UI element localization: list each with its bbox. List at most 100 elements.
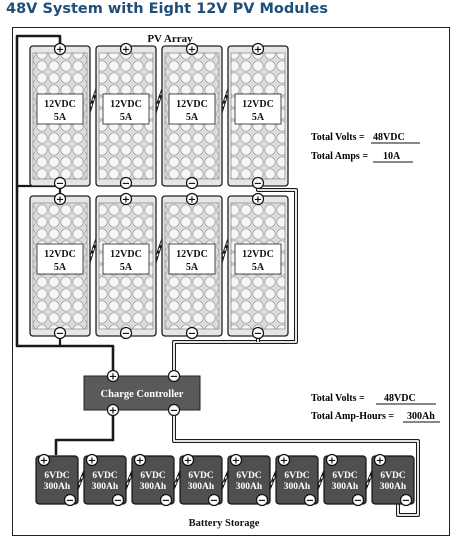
- battery-capacity: 300Ah: [92, 482, 119, 492]
- battery-capacity: 300Ah: [380, 482, 407, 492]
- svg-text:−: −: [56, 179, 64, 190]
- pv-module-voltage: 12VDC: [242, 99, 274, 110]
- battery-positive-terminal-icon: +: [373, 453, 387, 467]
- svg-text:+: +: [40, 456, 48, 467]
- positive-terminal-icon: +: [119, 192, 133, 206]
- positive-terminal-icon: +: [251, 192, 265, 206]
- pv-module-r2c3: 12VDC 5A + −: [161, 192, 223, 340]
- pv-module-voltage: 12VDC: [110, 99, 142, 110]
- svg-text:+: +: [254, 195, 262, 206]
- battery-negative-terminal-icon: −: [303, 493, 317, 507]
- svg-text:+: +: [254, 45, 262, 56]
- controller-pv-positive-icon: +: [106, 369, 120, 383]
- svg-text:+: +: [188, 195, 196, 206]
- svg-text:+: +: [88, 456, 96, 467]
- pv-module-current: 5A: [120, 262, 133, 273]
- battery-voltage: 6VDC: [380, 471, 405, 481]
- pv-module-voltage: 12VDC: [242, 249, 274, 260]
- battery-voltage: 6VDC: [140, 471, 165, 481]
- battery-voltage: 6VDC: [284, 471, 309, 481]
- battery-capacity: 300Ah: [188, 482, 215, 492]
- battery-positive-terminal-icon: +: [277, 453, 291, 467]
- negative-terminal-icon: −: [119, 326, 133, 340]
- pv-module-voltage: 12VDC: [110, 249, 142, 260]
- controller-battery-positive-icon: +: [106, 403, 120, 417]
- battery-total-volts-label: Total Volts =: [311, 393, 365, 404]
- svg-text:+: +: [109, 406, 117, 417]
- battery-voltage: 6VDC: [332, 471, 357, 481]
- svg-text:+: +: [328, 456, 336, 467]
- negative-terminal-icon: −: [185, 176, 199, 190]
- svg-text:−: −: [306, 496, 314, 507]
- pv-total-amps-value: 10A: [383, 151, 401, 162]
- battery-totals: Total Volts = 48VDC Total Amp-Hours = 30…: [311, 393, 440, 423]
- battery-voltage: 6VDC: [44, 471, 69, 481]
- pv-module-current: 5A: [54, 112, 67, 123]
- battery-capacity: 300Ah: [332, 482, 359, 492]
- positive-terminal-icon: +: [119, 42, 133, 56]
- negative-terminal-icon: −: [119, 176, 133, 190]
- svg-text:−: −: [210, 496, 218, 507]
- svg-text:+: +: [184, 456, 192, 467]
- diagram-frame: [12, 27, 450, 536]
- svg-text:−: −: [170, 406, 178, 417]
- pv-total-volts-value: 48VDC: [373, 132, 405, 143]
- svg-text:−: −: [170, 372, 178, 383]
- battery-positive-terminal-icon: +: [85, 453, 99, 467]
- battery-voltage: 6VDC: [236, 471, 261, 481]
- svg-text:−: −: [254, 179, 262, 190]
- controller-pv-negative-icon: −: [167, 369, 181, 383]
- battery-negative-terminal-icon: −: [111, 493, 125, 507]
- pv-module-current: 5A: [186, 112, 199, 123]
- charge-controller-terminals: + − + −: [106, 369, 181, 417]
- svg-text:+: +: [122, 45, 130, 56]
- pv-module-current: 5A: [186, 262, 199, 273]
- negative-terminal-icon: −: [251, 176, 265, 190]
- svg-text:−: −: [122, 329, 130, 340]
- svg-text:+: +: [136, 456, 144, 467]
- charge-controller: Charge Controller: [83, 375, 201, 411]
- negative-terminal-icon: −: [185, 326, 199, 340]
- battery-total-amp-hours-value: 300Ah: [407, 411, 435, 422]
- battery-voltage: 6VDC: [188, 471, 213, 481]
- battery-positive-terminal-icon: +: [133, 453, 147, 467]
- svg-text:−: −: [188, 179, 196, 190]
- pv-array-label: PV Array: [147, 33, 193, 45]
- battery-total-amp-hours-label: Total Amp-Hours =: [311, 411, 394, 422]
- pv-modules: 12VDC 5A + − 12VDC 5A + − 12VDC 5A + − 12VDC 5A + − 12VD…: [29, 42, 289, 340]
- svg-text:+: +: [188, 45, 196, 56]
- pv-module-current: 5A: [120, 112, 133, 123]
- pv-module-label: 12VDC 5A: [102, 243, 150, 275]
- battery-negative-terminal-icon: −: [351, 493, 365, 507]
- svg-text:+: +: [56, 45, 64, 56]
- battery-capacity: 300Ah: [44, 482, 71, 492]
- pv-module-label: 12VDC 5A: [102, 93, 150, 125]
- battery-voltage: 6VDC: [92, 471, 117, 481]
- svg-text:−: −: [66, 496, 74, 507]
- svg-text:−: −: [188, 329, 196, 340]
- pv-module-voltage: 12VDC: [176, 249, 208, 260]
- svg-text:+: +: [109, 372, 117, 383]
- battery-positive-terminal-icon: +: [229, 453, 243, 467]
- battery-negative-wire: [172, 416, 420, 517]
- battery-positive-terminal-icon: +: [325, 453, 339, 467]
- battery-negative-terminal-icon: −: [63, 493, 77, 507]
- svg-text:−: −: [402, 496, 410, 507]
- negative-terminal-icon: −: [251, 326, 265, 340]
- svg-text:+: +: [122, 195, 130, 206]
- battery-negative-terminal-icon: −: [399, 493, 413, 507]
- positive-terminal-icon: +: [251, 42, 265, 56]
- battery-negative-terminal-icon: −: [207, 493, 221, 507]
